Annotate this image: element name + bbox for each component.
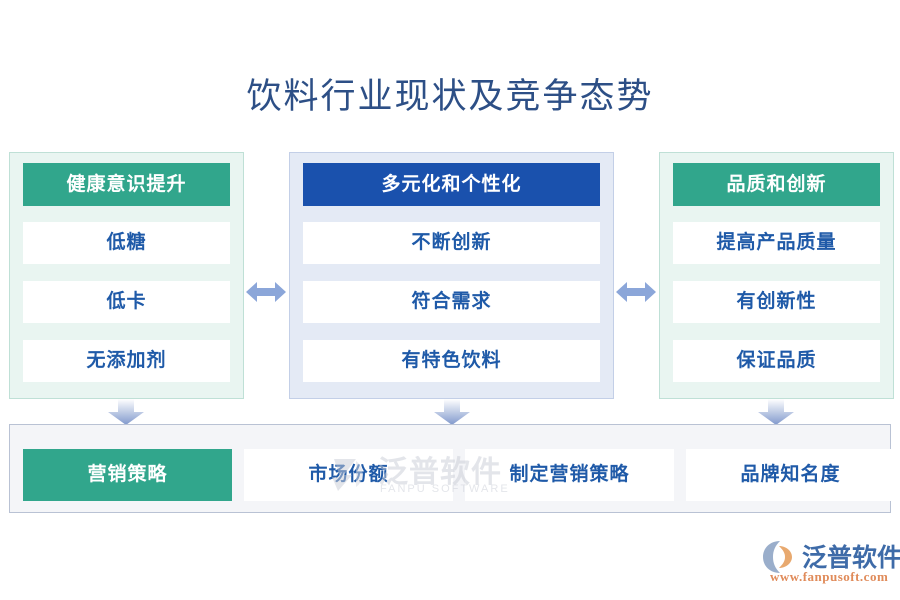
column-header-health-awareness: 健康意识提升 [23,163,230,206]
list-item[interactable]: 提高产品质量 [673,222,880,264]
list-item[interactable]: 低卡 [23,281,230,323]
corner-logo: 泛普软件 www.fanpusoft.com [762,538,900,588]
bottom-item[interactable]: 制定营销策略 [465,449,674,501]
arrow-down-icon [758,399,794,425]
bottom-item-accent[interactable]: 营销策略 [23,449,232,501]
list-item[interactable]: 无添加剂 [23,340,230,382]
bottom-item[interactable]: 品牌知名度 [686,449,895,501]
logo-brand-cn: 泛普软件 [802,545,900,572]
column-header-diversification-personalization: 多元化和个性化 [303,163,600,206]
list-item[interactable]: 不断创新 [303,222,600,264]
bottom-strategy-panel: 营销策略 市场份额 制定营销策略 品牌知名度 [9,424,895,513]
double-arrow-horizontal-icon [246,278,286,306]
page-title: 饮料行业现状及竞争态势 [246,77,654,116]
logo-url: www.fanpusoft.com [770,569,889,584]
list-item[interactable]: 保证品质 [673,340,880,382]
column-header-quality-innovation: 品质和创新 [673,163,880,206]
fanpu-logo-icon [762,540,798,574]
bottom-item[interactable]: 市场份额 [244,449,453,501]
list-item[interactable]: 有特色饮料 [303,340,600,382]
list-item[interactable]: 有创新性 [673,281,880,323]
column-diversification-personalization: 多元化和个性化 不断创新 符合需求 有特色饮料 [289,152,614,399]
arrow-down-icon [108,399,144,425]
list-item[interactable]: 低糖 [23,222,230,264]
column-health-awareness: 健康意识提升 低糖 低卡 无添加剂 [9,152,244,399]
arrow-down-icon [434,399,470,425]
column-quality-innovation: 品质和创新 提高产品质量 有创新性 保证品质 [659,152,894,399]
list-item[interactable]: 符合需求 [303,281,600,323]
double-arrow-horizontal-icon [616,278,656,306]
